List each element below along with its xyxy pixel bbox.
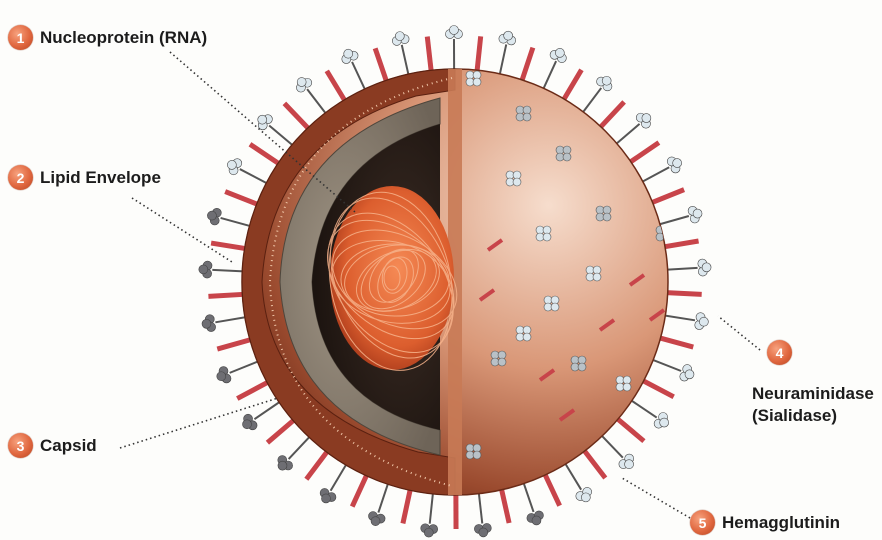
hemagglutinin-spike [474, 490, 491, 537]
neuraminidase-spike [208, 294, 246, 296]
surface-glycoprotein [640, 160, 654, 170]
neuraminidase-spike [237, 381, 270, 399]
neuraminidase-spike [661, 241, 698, 247]
hemagglutinin-spike [217, 360, 261, 383]
hemagglutinin-spike [614, 113, 651, 146]
neuraminidase-spike [544, 471, 560, 505]
hemagglutinin-spike [656, 206, 702, 225]
hemagglutinin-spike [243, 400, 283, 430]
hemagglutinin-spike [599, 433, 633, 469]
neuraminidase-spike [352, 472, 368, 507]
neuraminidase-spike [657, 337, 694, 347]
hemagglutinin-spike [661, 313, 708, 330]
neuraminidase-spike [501, 486, 509, 523]
hemagglutinin-spike [258, 115, 295, 148]
label-lipid-envelope-text: Lipid Envelope [40, 168, 161, 188]
neuraminidase-spike [327, 71, 347, 103]
neuraminidase-spike [627, 143, 658, 164]
hemagglutinin-spike [581, 76, 612, 115]
badge-2: 2 [8, 165, 33, 190]
hemagglutinin-spike [342, 49, 367, 92]
label-neuraminidase-badge: 4 [767, 340, 792, 365]
hemagglutinin-spike [563, 461, 591, 502]
neuraminidase-spike [250, 144, 282, 165]
hemagglutinin-spike [542, 48, 566, 92]
hemagglutinin-spike [421, 490, 438, 537]
badge-3: 3 [8, 433, 33, 458]
neuraminidase-spike [225, 192, 260, 206]
neuraminidase-spike [403, 486, 411, 523]
leader-line-5 [622, 478, 690, 518]
hemagglutinin-spike [649, 359, 694, 382]
neuraminidase-spike [427, 37, 431, 75]
neuraminidase-spike [598, 102, 624, 130]
hemagglutinin-spike [445, 26, 462, 73]
neuraminidase-spike [267, 418, 296, 443]
hemagglutinin-spike [628, 399, 668, 429]
label-hemagglutinin: 5 Hemagglutinin [690, 510, 840, 535]
neuraminidase-spike [664, 292, 702, 294]
badge-5: 5 [690, 510, 715, 535]
neuraminidase-spike [640, 379, 674, 397]
hemagglutinin-spike [664, 259, 711, 276]
badge-1: 1 [8, 25, 33, 50]
neuraminidase-spike [284, 103, 310, 130]
hemagglutinin-spike [320, 462, 348, 503]
neuraminidase-spike [217, 339, 254, 349]
neuraminidase-spike [582, 448, 605, 478]
label-neuraminidase: Neuraminidase (Sialidase) [752, 383, 874, 427]
neuraminidase-spike [615, 417, 644, 441]
label-hemagglutinin-text: Hemagglutinin [722, 513, 840, 533]
hemagglutinin-spike [499, 31, 516, 78]
hemagglutinin-spike [639, 157, 681, 183]
hemagglutinin-spike [392, 32, 409, 78]
hemagglutinin-spike [278, 434, 312, 470]
hemagglutinin-spike [523, 480, 544, 525]
label-lipid-envelope: 2 Lipid Envelope [8, 165, 161, 190]
neuraminidase-spike [649, 190, 684, 204]
hemagglutinin-spike [296, 78, 327, 117]
neuraminidase-spike [477, 36, 481, 74]
leader-line-4 [718, 316, 760, 350]
hemagglutinin-spike [227, 159, 270, 185]
hemagglutinin-spike [202, 315, 249, 332]
neuraminidase-spike [562, 70, 581, 103]
surface-glycoprotein [656, 226, 671, 241]
label-neuraminidase-line1: Neuraminidase [752, 383, 874, 405]
hemagglutinin-spike [368, 480, 389, 525]
label-nucleoprotein: 1 Nucleoprotein (RNA) [8, 25, 207, 50]
neuraminidase-spike [375, 48, 387, 84]
neuraminidase-spike [211, 243, 249, 249]
label-nucleoprotein-text: Nucleoprotein (RNA) [40, 28, 207, 48]
label-capsid: 3 Capsid [8, 433, 97, 458]
label-capsid-text: Capsid [40, 436, 97, 456]
neuraminidase-spike [306, 449, 329, 479]
leader-line-2 [132, 198, 232, 262]
label-neuraminidase-line2: (Sialidase) [752, 405, 874, 427]
badge-4: 4 [767, 340, 792, 365]
hemagglutinin-spike [199, 261, 246, 278]
neuraminidase-spike [521, 48, 533, 84]
hemagglutinin-spike [207, 208, 253, 227]
